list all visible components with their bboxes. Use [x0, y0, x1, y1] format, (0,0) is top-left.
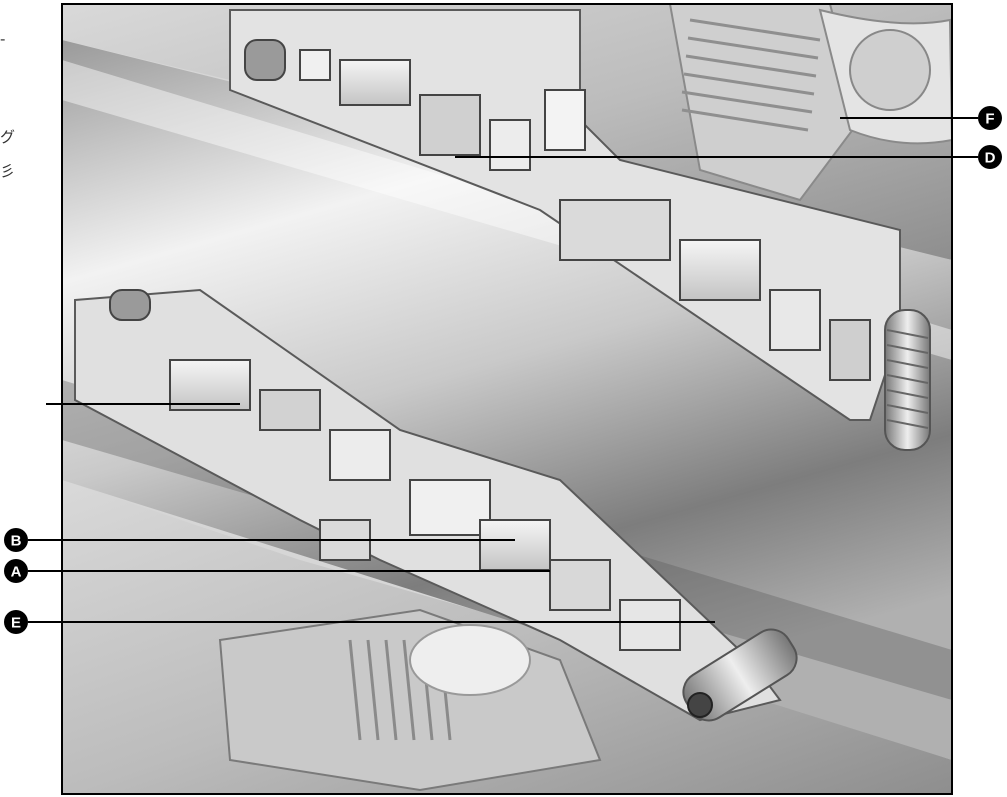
- callout-a-label: A: [11, 564, 22, 581]
- callout-f-label: F: [985, 111, 994, 128]
- callout-d-label: D: [985, 150, 996, 167]
- callout-b-badge: B: [4, 528, 28, 552]
- lower-set-screw-spring: [682, 628, 798, 722]
- callout-e-badge: E: [4, 610, 28, 634]
- callout-a-badge: A: [4, 559, 28, 583]
- upper-seal-cross-section: [229, 9, 901, 421]
- callout-b-label: B: [11, 533, 22, 550]
- callout-f-badge: F: [978, 106, 1002, 130]
- illustration-frame: [61, 3, 953, 795]
- upper-set-screw-spring: [884, 309, 931, 451]
- upper-threaded-port: [668, 4, 952, 202]
- left-margin-text-3: 彡: [0, 162, 16, 180]
- lower-threaded-port: [218, 608, 602, 792]
- callout-d-badge: D: [978, 145, 1002, 169]
- left-margin-text-1: -: [0, 30, 6, 48]
- callout-e-label: E: [11, 615, 21, 632]
- left-margin-text-2: グ: [0, 128, 16, 146]
